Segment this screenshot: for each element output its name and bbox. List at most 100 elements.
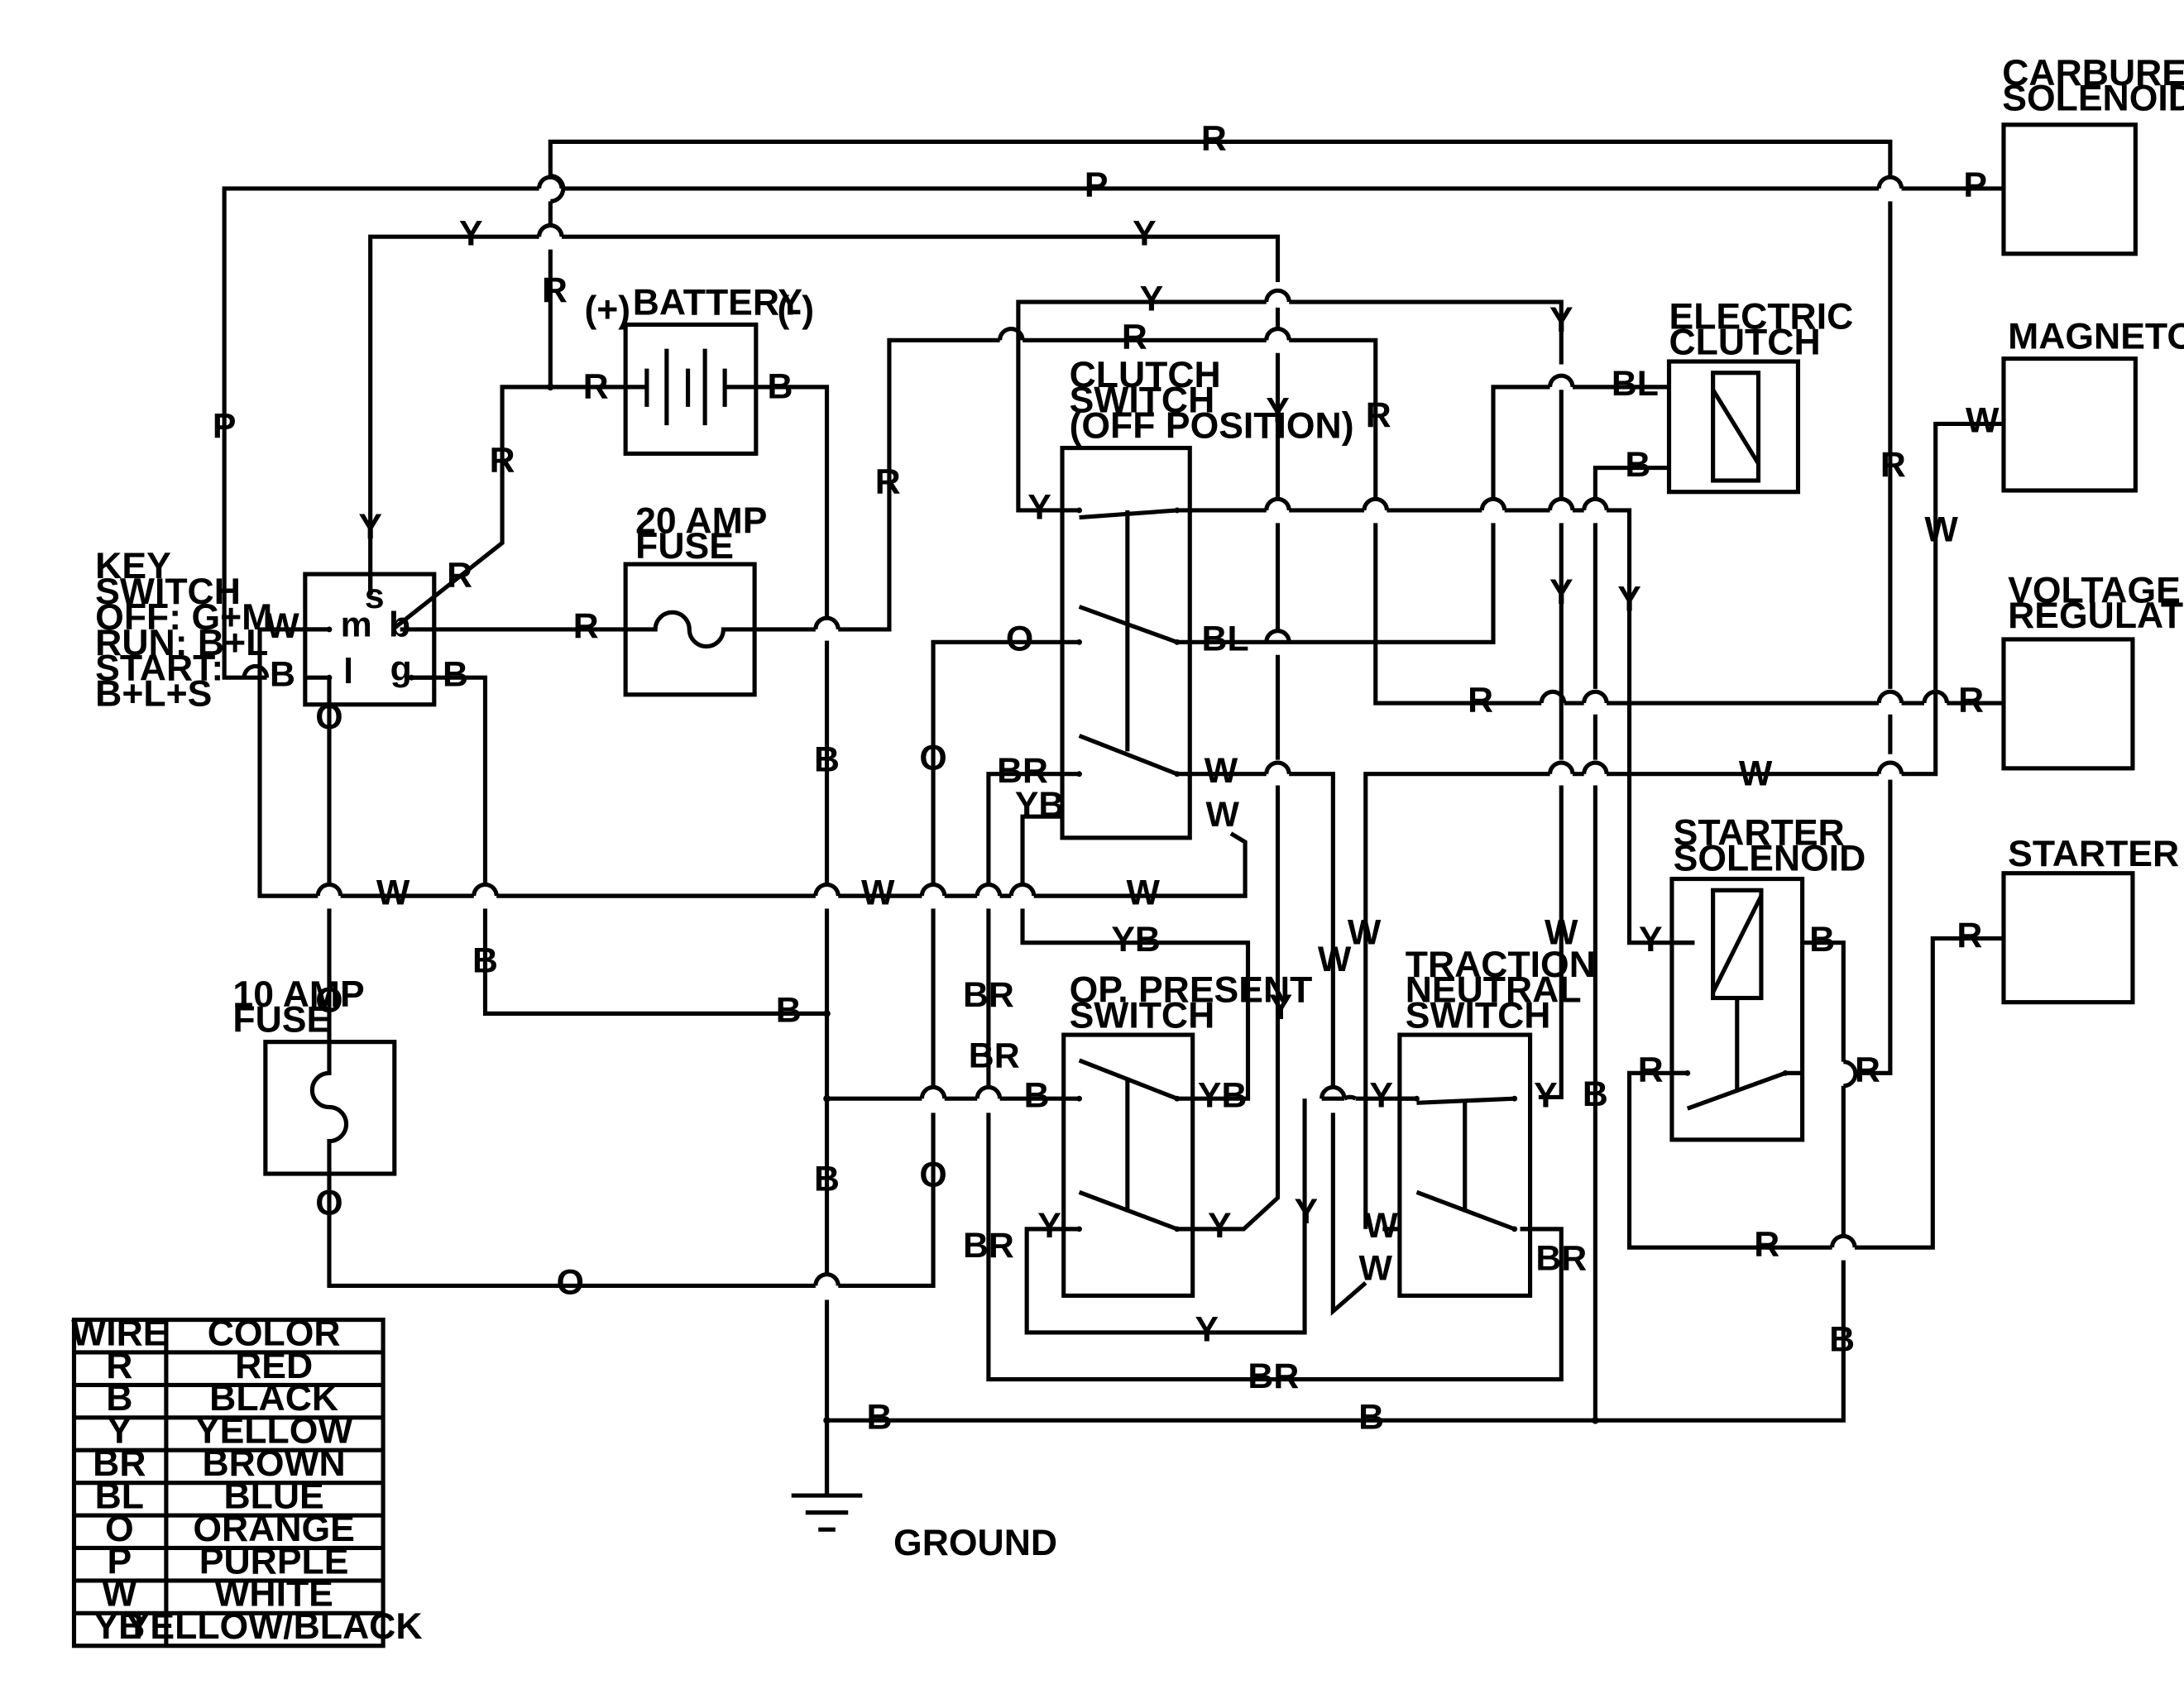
magneto-box (2001, 357, 2138, 493)
legend-header-color: COLOR (208, 1313, 341, 1353)
wire-label: W (1924, 510, 1958, 550)
wire-label: O (315, 1184, 342, 1223)
wire-w-main (257, 627, 1248, 898)
wire-bl (1176, 385, 1669, 644)
wire-label: R (1638, 1050, 1664, 1090)
wire-label: W (1348, 912, 1382, 952)
clutch-switch (1060, 445, 1192, 840)
label-battery: BATTERY (633, 282, 802, 323)
wire-label: R (573, 606, 599, 646)
legend-wire-code: YB (93, 1606, 145, 1647)
wire-label: R (490, 441, 515, 481)
wire-label: W (1318, 940, 1352, 979)
wire-label: O (315, 697, 342, 737)
wire-o-clutch (327, 639, 1080, 1288)
wire-label: R (1122, 318, 1147, 357)
wire-label: R (1958, 680, 1984, 720)
legend-wire-code: BL (95, 1476, 144, 1516)
wire-label: B (472, 941, 498, 981)
wire-label: O (557, 1263, 584, 1303)
wire-label: B (1024, 1075, 1050, 1115)
wire-label: BR (963, 975, 1014, 1015)
legend-wire-code: O (105, 1509, 134, 1549)
wire-label: B (1625, 445, 1650, 485)
legend-wire-color: RED (235, 1346, 313, 1386)
wire-b-eclutch (1592, 465, 1669, 1421)
wire-w-clutch (1176, 772, 1367, 1316)
wire-label: W (1545, 912, 1578, 952)
wire-y-clutch-out (1176, 508, 1695, 945)
wire-label: B (1829, 1319, 1855, 1359)
wire-label: B (866, 1398, 892, 1438)
wire-label: R (1956, 916, 1982, 955)
wire-label: R (875, 462, 901, 501)
wire-label: W (1205, 751, 1238, 791)
wire-label: Y (1037, 1206, 1061, 1246)
wire-label: B (767, 367, 793, 407)
fuse-20amp (623, 562, 757, 697)
carburetor-solenoid-box (2001, 122, 2138, 256)
key-terminal-l: l (343, 652, 353, 691)
wire-label: Y (1534, 1075, 1558, 1115)
wire-label: Y (459, 213, 483, 253)
label-ground: GROUND (893, 1523, 1057, 1563)
wire-label: W (376, 873, 410, 912)
label-magneto: MAGNETO (2008, 317, 2184, 357)
wire-label: B (814, 1160, 840, 1199)
wire-label: Y (1269, 988, 1293, 1027)
wire-label: BL (1612, 364, 1659, 404)
legend-wire-code: P (107, 1541, 132, 1582)
wire-label: R (542, 270, 568, 310)
wire-label: Y (358, 507, 382, 547)
wire-r-sol (1626, 936, 2003, 1250)
wire-label: Y (1369, 1075, 1393, 1115)
wire-labels: R P P Y Y R R B Y R Y R BL B Y Y R R P Y… (213, 119, 2000, 1438)
starter-solenoid (1669, 876, 1805, 1142)
key-terminal-m: m (341, 605, 372, 644)
fuse-10amp (263, 1040, 397, 1176)
legend-wire-color: YELLOW/BLACK (126, 1606, 423, 1647)
op-present-switch (1061, 1032, 1195, 1298)
wire-label: Y (1617, 580, 1641, 620)
label-carburetor-solenoid: CARBURETORSOLENOID (2002, 53, 2184, 119)
legend-wire-color: YELLOW (195, 1411, 353, 1452)
wire-label: Y (1639, 920, 1663, 959)
starter-box (2001, 871, 2135, 1005)
legend-wire-color: PURPLE (199, 1541, 349, 1582)
wire-y-key (368, 234, 1281, 593)
wire-label: Y (1027, 487, 1051, 527)
wire-b-sol (826, 940, 1846, 1423)
legend-header-wire: WIRE (71, 1313, 167, 1353)
wire-label: B (443, 654, 468, 694)
wire-label: B (270, 654, 295, 694)
legend-wire-code: W (102, 1574, 136, 1615)
label-battery-plus: (+) (584, 290, 630, 330)
wire-label: O (315, 981, 342, 1021)
wire-label: P (1963, 165, 1987, 205)
wire-label: Y (1208, 1206, 1232, 1246)
legend-wire-code: B (106, 1378, 132, 1419)
electric-clutch (1666, 359, 1801, 495)
wire-y-main (1176, 307, 1281, 1232)
wires (222, 139, 2003, 1532)
wire-label: P (213, 407, 237, 447)
wire-label: Y (1549, 572, 1573, 612)
wire-label: BR (963, 1226, 1014, 1266)
legend-wire-color: ORANGE (193, 1509, 355, 1549)
wire-label: Y (1140, 279, 1164, 318)
wire-r-fuse-out (754, 337, 2003, 706)
legend-wire-color: BLACK (209, 1378, 338, 1419)
wire-label: W (1739, 754, 1773, 793)
wire-label: W (1205, 795, 1239, 835)
wire-label: Y (1549, 300, 1573, 340)
wire-label: YB (1111, 920, 1161, 959)
wire-label: W (1364, 1206, 1398, 1246)
key-terminal-s: s (365, 577, 385, 616)
wire-label: R (1366, 395, 1391, 435)
wire-label: BL (1202, 620, 1249, 659)
wire-label: BR (969, 1036, 1020, 1075)
